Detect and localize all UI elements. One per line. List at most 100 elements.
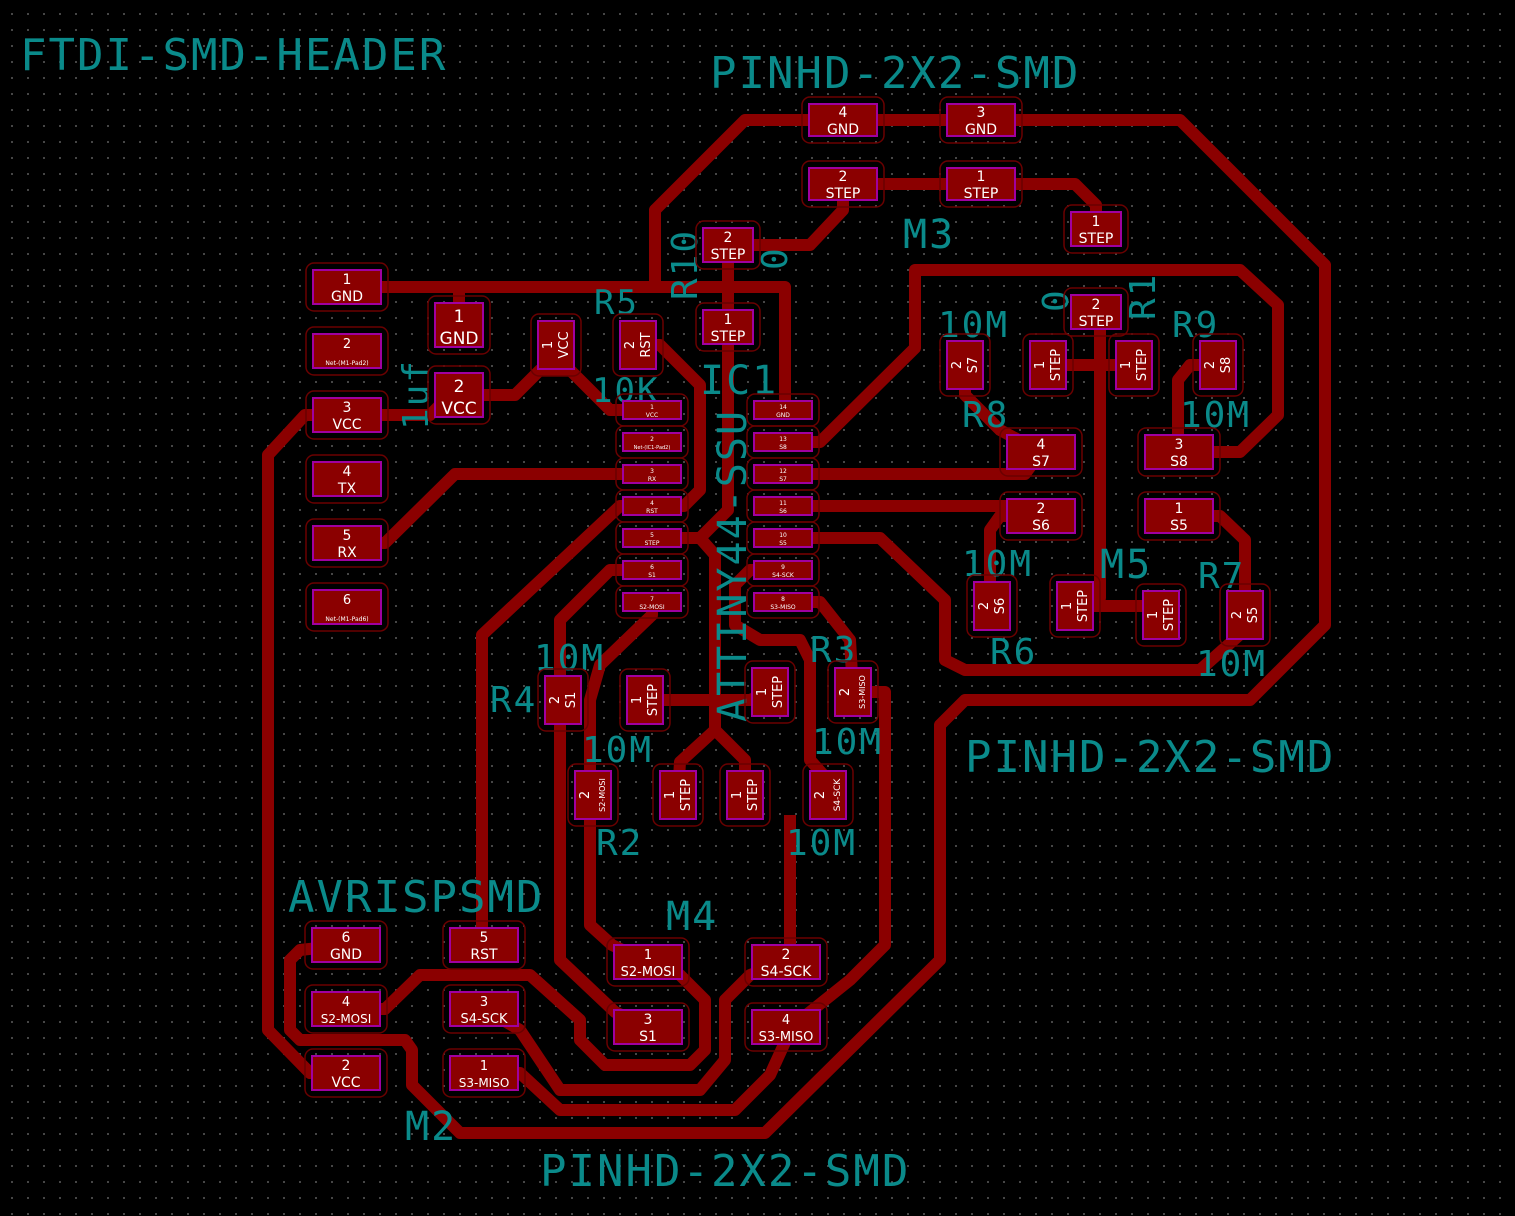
pad-clearance <box>1219 583 1271 647</box>
pad-copper <box>702 309 754 345</box>
pad-tx[interactable]: 4TX <box>305 454 389 504</box>
trace[interactable] <box>783 448 1046 480</box>
pad-net-label: GND <box>965 122 997 138</box>
pad-s3-miso[interactable]: 1S3-MISO <box>442 1048 526 1098</box>
pad-s1[interactable]: 3S1 <box>606 1002 690 1052</box>
pad-clearance <box>1063 204 1129 254</box>
pad-clearance <box>939 160 1023 208</box>
trace[interactable] <box>284 114 1331 1139</box>
trace[interactable] <box>262 409 347 1079</box>
pad-number: 2 <box>548 696 563 704</box>
m1-value-label: FTDI-SMD-HEADER <box>20 30 447 81</box>
pad-copper <box>751 944 821 980</box>
pad-net-label: Net-(M1-Pad2) <box>325 360 368 367</box>
r4-value-label: 10M <box>534 638 605 679</box>
pad-s3-miso[interactable]: 4S3-MISO <box>744 1002 828 1052</box>
trace[interactable] <box>346 956 711 1071</box>
m4-value-label: PINHD-2X2-SMD <box>540 1146 910 1197</box>
pad-number: 14 <box>779 404 787 411</box>
trace[interactable] <box>347 281 791 410</box>
pad-number: 1 <box>755 688 770 696</box>
pad-s4-sck[interactable]: 9S4-SCK <box>746 553 820 587</box>
pad-clearance <box>1137 491 1221 541</box>
trace[interactable] <box>347 468 652 549</box>
pad-net-label: S1 <box>564 692 579 709</box>
pad-clearance <box>442 920 526 970</box>
pad-rx[interactable]: 3RX <box>615 457 689 491</box>
pad-clearance <box>695 220 761 270</box>
pad-s5[interactable]: 1S5 <box>1137 491 1221 541</box>
pad-copper <box>622 400 682 420</box>
pad-clearance <box>744 660 796 724</box>
pad-copper <box>622 560 682 580</box>
pad-s8[interactable]: 3S8 <box>1137 427 1221 477</box>
pad-number: 1 <box>480 1059 488 1074</box>
pad-s2-mosi[interactable]: 7S2-MOSI <box>615 585 689 619</box>
pad-s1[interactable]: 6S1 <box>615 553 689 587</box>
pad-number: 2 <box>813 791 828 799</box>
trace[interactable] <box>783 264 1284 458</box>
pad-rx[interactable]: 5RX <box>305 518 389 568</box>
pad-clearance <box>304 984 388 1034</box>
pad-s2-mosi[interactable]: 1S2-MOSI <box>606 937 690 987</box>
pad-net-label: GND <box>330 947 362 963</box>
pad-s4-sck[interactable]: 3S4-SCK <box>442 984 526 1034</box>
pad-clearance <box>1137 427 1221 477</box>
pad-s6[interactable]: 2S6 <box>999 491 1083 541</box>
trace[interactable] <box>783 532 1249 676</box>
pad-s2-mosi[interactable]: 4S2-MOSI <box>304 984 388 1034</box>
pad-s4-sck[interactable]: 2S4-SCK <box>744 937 828 987</box>
pad-number: 2 <box>782 947 791 963</box>
pad-s3-miso[interactable]: 8S3-MISO <box>746 585 820 619</box>
pad-net-label: S2-MOSI <box>598 778 607 812</box>
trace[interactable] <box>1073 310 1106 612</box>
trace[interactable] <box>584 602 658 968</box>
pad-s7[interactable]: 4S7 <box>999 427 1083 477</box>
r7-value-label: 10M <box>1196 644 1267 685</box>
